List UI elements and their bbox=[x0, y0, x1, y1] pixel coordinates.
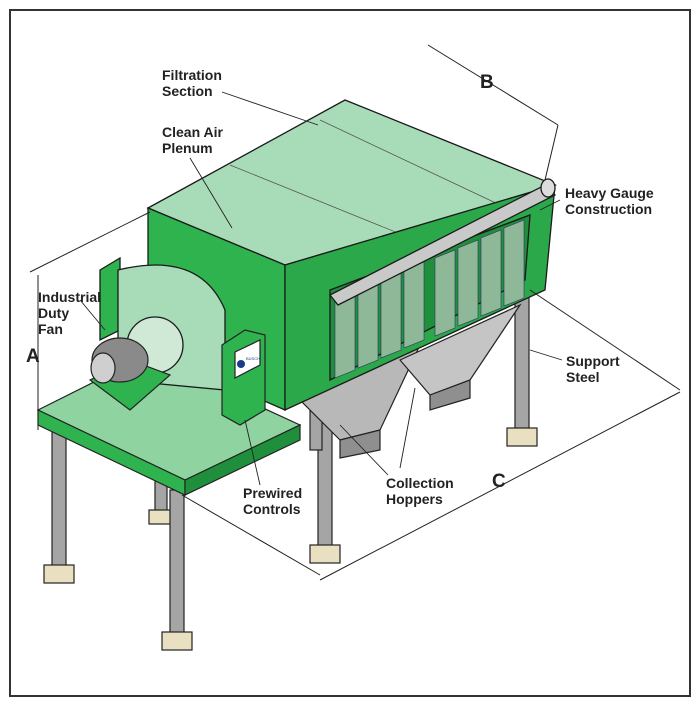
pulse-manifold-pipe bbox=[328, 184, 557, 306]
logo-text: BUSCH bbox=[246, 356, 260, 361]
label-support-steel-1: Support bbox=[566, 353, 620, 369]
dimension-b: B bbox=[480, 72, 494, 93]
label-fan-2: Duty bbox=[38, 305, 69, 321]
label-fan-3: Fan bbox=[38, 321, 63, 337]
label-support-steel-2: Steel bbox=[566, 369, 599, 385]
leader-lines bbox=[79, 91, 563, 486]
control-panel: BUSCH bbox=[221, 329, 266, 426]
dimension-lines bbox=[29, 44, 681, 581]
label-hoppers-2: Hoppers bbox=[386, 491, 443, 507]
collection-hoppers bbox=[298, 303, 522, 459]
fan-motor bbox=[88, 337, 172, 411]
dimension-c: C bbox=[492, 471, 506, 492]
label-heavy-gauge-2: Construction bbox=[565, 201, 652, 217]
label-filtration-section-2: Section bbox=[162, 83, 213, 99]
label-controls-1: Prewired bbox=[243, 485, 302, 501]
busch-logo-icon bbox=[237, 360, 245, 368]
label-heavy-gauge-1: Heavy Gauge bbox=[565, 185, 654, 201]
label-hoppers-1: Collection bbox=[386, 475, 454, 491]
callout-labels: Filtration Section Clean Air Plenum Heav… bbox=[38, 67, 654, 517]
label-fan-1: Industrial bbox=[38, 289, 101, 305]
label-clean-air-plenum-1: Clean Air bbox=[162, 124, 223, 140]
label-controls-2: Controls bbox=[243, 501, 301, 517]
label-clean-air-plenum-2: Plenum bbox=[162, 140, 213, 156]
label-filtration-section-1: Filtration bbox=[162, 67, 222, 83]
dimension-a: A bbox=[26, 346, 40, 367]
